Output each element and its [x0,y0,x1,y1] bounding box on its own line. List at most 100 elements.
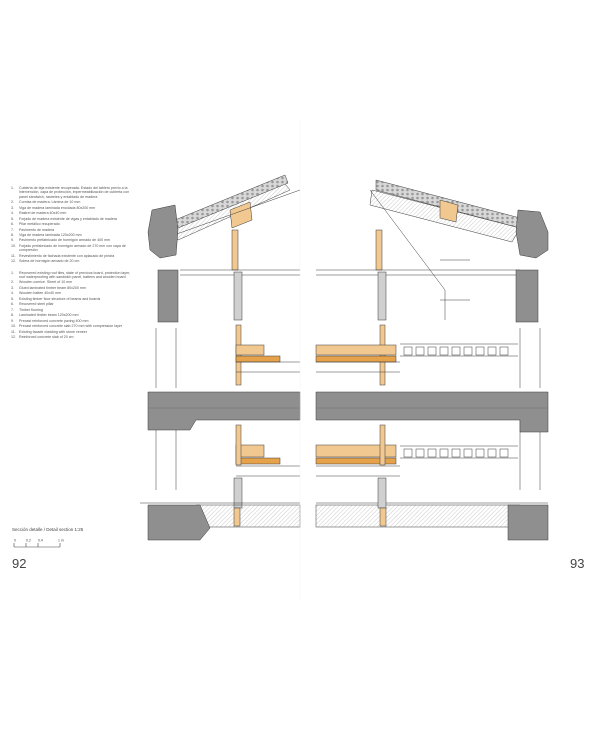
legend-item: 12.Solera de hormigón armado de 20 cm [11,259,131,263]
scale-bar: 0 0.2 0.4 1 m [13,539,64,548]
legend-number: 12. [11,335,16,340]
right-main-slab [315,391,549,433]
legend-text: Revestimiento de fachada existente con a… [19,253,115,258]
right-joists-1 [403,346,509,356]
left-ground-slab [195,504,301,528]
legend-number: 4. [11,291,14,296]
legend-item: 2. Wooden cornice. Sheet of 10 mm [11,280,131,284]
legend-text: Solera de hormigón armado de 20 cm [19,259,80,264]
legend-item: 4.Wooden batten 40x40 mm [11,291,131,295]
legend-item: 4. Rastrel de madera 40x40 mm [11,211,131,215]
right-wall-upper [515,269,539,323]
legend-text: Rastrel de madera 40x40 mm [19,211,67,216]
legend-text: Pilar metálico recuperado [19,222,60,227]
legend-number: 8. [11,232,14,237]
legend-item: 1. Recovered existing roof tiles, state o… [11,271,131,280]
right-cornice [515,209,549,259]
legend-text: Forjado de madera existente de vigas y e… [19,216,117,221]
legend-number: 7. [11,307,14,312]
right-floor-2-timber [315,444,397,458]
page-number-right: 93 [570,556,585,571]
legend-number: 9. [11,318,14,323]
legend-item: 3. Glued laminated timber beam 80x200 mm [11,286,131,290]
legend-number: 2. [11,280,14,285]
legend-text: Precast reinforced concrete slab 270 mm … [19,324,123,329]
legend-item: 1. Cubierta de teja existente recuperada.… [11,186,131,199]
legend-text: Timber flooring [19,307,43,312]
legend-number: 5. [11,296,14,301]
legend-text: Pavimento prefabricado de hormigón armad… [19,238,111,243]
legend-number: 12. [11,259,16,264]
right-floor-1-timber [315,344,397,356]
caption: Sección detalle / Detail section 1:25 [12,527,84,532]
legend-number: 10. [11,324,16,329]
legend-number: 9. [11,238,14,243]
legend-number: 1. [11,186,14,190]
right-attic-post [375,229,383,271]
legend-text: Recovered steel pillar [19,302,54,307]
legend-item: 5. Existing timber floor structure of bea… [11,297,131,301]
legend-item: 11.Revestimiento de fachada existente co… [11,254,131,258]
legend-item: 11.Existing facade cladding with stone v… [11,330,131,334]
legend-text: Cornisa de madera. Lámina de 10 mm [19,200,81,205]
left-main-slab [147,391,301,431]
legend-number: 8. [11,313,14,318]
legend-item: 6. Recovered steel pillar [11,302,131,306]
legend-item: 5. Forjado de madera existente de vigas y… [11,217,131,221]
left-section [140,174,301,541]
legend-item: 9. Precast reinforced concrete paving 400… [11,319,131,323]
legend-item: 7. Timber flooring [11,308,131,312]
legend-item: 8.Laminated timber beam 120x200 mm [11,313,131,317]
legend-number: 4. [11,211,14,216]
page-number-left: 92 [12,556,27,571]
legend-number: 11. [11,329,16,334]
left-floor-1-timber [235,344,265,356]
legend-text: Existing facade cladding with stone vene… [19,329,87,334]
legend-number: 5. [11,216,14,221]
legend-text: Glued laminated timber beam 80x200 mm [19,285,86,290]
left-roof-timber [229,201,253,229]
legend-item: 12.Reinforced concrete slab of 20 cm [11,335,131,339]
legend-text: Pavimento de madera [19,227,55,232]
left-insulation-upper [233,271,243,321]
legend-number: 11. [11,253,16,258]
legend: 1. Cubierta de teja existente recuperada.… [11,186,131,341]
legend-text: Cubierta de teja existente recuperada. E… [19,186,130,199]
scale-tick-1: 0.2 [26,539,31,543]
legend-item: 3. Viga de madera laminada encolada 80x20… [11,206,131,210]
legend-item: 2. Cornisa de madera. Lámina de 10 mm [11,200,131,204]
legend-number: 2. [11,200,14,205]
legend-text: Reinforced concrete slab of 20 cm [19,335,74,340]
legend-item: 10.Forjado prefabricado de hormigón arma… [11,244,131,253]
right-roof-timber [439,199,459,223]
legend-text: Precast reinforced concrete paving 400 m… [19,318,89,323]
legend-text: Viga de madera laminada encolada 80x200 … [19,205,96,210]
legend-number: 7. [11,227,14,232]
legend-text: Recovered existing roof tiles, state of … [19,270,131,279]
right-joists-2 [403,448,509,458]
scale-tick-2: 0.4 [38,539,43,543]
legend-number: 1. [11,270,14,275]
scale-tick-3: 1 m [58,539,64,543]
right-footing [507,504,549,541]
right-section [315,179,549,541]
legend-text: Wooden cornice. Sheet of 10 mm [19,280,73,285]
legend-item: 7. Pavimento de madera [11,228,131,232]
legend-text: Viga de madera laminada 120x200 mm [19,232,82,237]
legend-text: Existing timber floor structure of beams… [19,296,101,301]
legend-number: 6. [11,222,14,227]
legend-number: 3. [11,285,14,290]
legend-item: 9. Pavimento prefabricado de hormigón arm… [11,238,131,242]
legend-number: 6. [11,302,14,307]
left-cornice [147,204,179,259]
scale-tick-0: 0 [14,539,16,543]
left-attic-post [231,229,239,271]
legend-number: 10. [11,243,16,248]
right-ground-slab [315,504,521,528]
legend-number: 3. [11,205,14,210]
legend-item: 10.Precast reinforced concrete slab 270 … [11,324,131,328]
legend-item: 8. Viga de madera laminada 120x200 mm [11,233,131,237]
left-wall-upper [157,269,179,323]
